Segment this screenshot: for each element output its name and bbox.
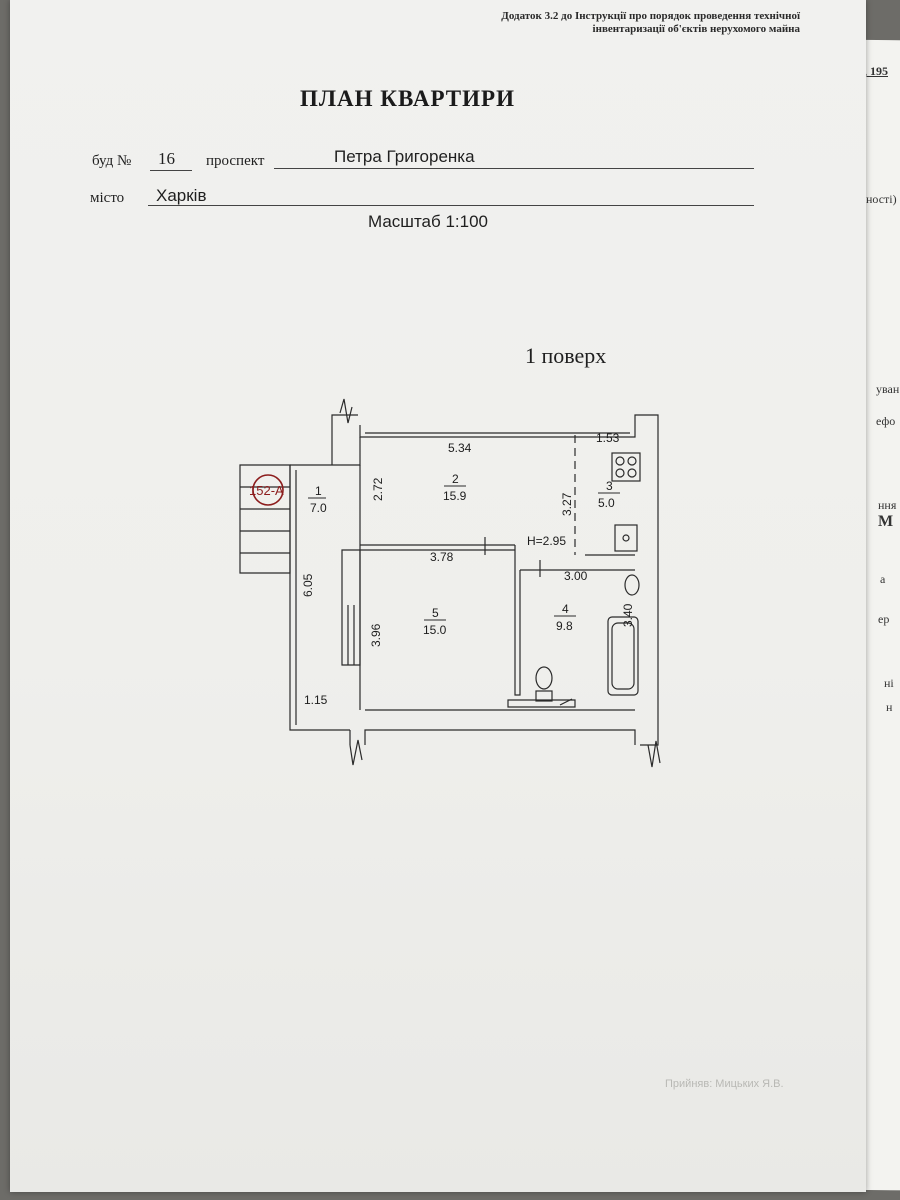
- side-text-9: ер: [878, 612, 890, 626]
- door-ticks: [484, 537, 541, 577]
- street-name: Петра Григоренка: [334, 147, 475, 166]
- building-label: буд №: [92, 153, 132, 169]
- document-sheet: Додаток 3.2 до Інструкції про порядок пр…: [10, 0, 866, 1192]
- stairs-outline: [239, 464, 291, 574]
- washbasin-icon: [624, 574, 640, 596]
- dim-room2-width: 3.78: [430, 550, 454, 564]
- side-text-10: ні: [884, 676, 894, 690]
- wardrobe: [341, 549, 361, 666]
- stamp-circle: [252, 474, 284, 506]
- room-2-number: 2: [452, 472, 459, 486]
- room-4-number: 4: [562, 602, 569, 616]
- break-mark-bottom-left: [349, 739, 363, 766]
- stove: [611, 452, 641, 482]
- appendix-note: Додаток 3.2 до Інструкції про порядок пр…: [450, 10, 800, 36]
- threshold-mark: [559, 698, 573, 706]
- bath-threshold: [507, 699, 576, 708]
- dim-room1-height: 2.72: [371, 477, 385, 501]
- room-5-number: 5: [432, 606, 439, 620]
- stove-burner-2-icon: [627, 456, 637, 466]
- side-text-7: М: [878, 513, 894, 530]
- break-mark-bottom-right: [647, 740, 661, 768]
- dim-top-left: 5.34: [448, 441, 472, 455]
- stairs-steps: [240, 486, 290, 554]
- entry-wall-top: [290, 437, 361, 466]
- outer-wall-bottom: [349, 729, 636, 745]
- floor-label: 1 поверх: [525, 343, 607, 368]
- stove-burner-4-icon: [627, 468, 637, 478]
- page-title: ПЛАН КВАРТИРИ: [300, 86, 515, 111]
- city-name: Харків: [156, 186, 207, 205]
- room-3-number: 3: [606, 479, 613, 493]
- appendix-line-1: Додаток 3.2 до Інструкції про порядок пр…: [501, 10, 800, 22]
- room-3-area: 5.0: [598, 496, 615, 510]
- side-text-4: уван: [876, 382, 900, 396]
- stair-wall: [331, 414, 358, 465]
- ceiling-height: H=2.95: [527, 534, 566, 548]
- scale-label: Масштаб 1:100: [368, 212, 488, 231]
- building-number: 16: [158, 149, 175, 168]
- dim-corridor-width: 1.15: [304, 693, 328, 707]
- bathtub: [607, 616, 639, 696]
- room-4-area: 9.8: [556, 619, 573, 633]
- sink-drain-icon: [622, 534, 630, 542]
- room-5-area: 15.0: [423, 623, 447, 637]
- room-2-area: 15.9: [443, 489, 467, 503]
- appendix-line-2: інвентаризації об'єктів нерухомого майна: [592, 23, 800, 35]
- side-text-5: ефо: [876, 414, 896, 428]
- dim-bath-height: 3.40: [621, 603, 635, 627]
- dim-bath-width: 3.00: [564, 569, 588, 583]
- street-type-label: проспект: [206, 153, 265, 169]
- dim-room5-height: 3.96: [369, 623, 383, 647]
- toilet-tank: [535, 690, 553, 702]
- break-mark-top: [339, 398, 353, 424]
- dim-kitchen-height: 3.27: [560, 492, 574, 516]
- wall-bath-left: [514, 545, 521, 696]
- building-number-underline: [150, 170, 192, 171]
- toilet-icon: [535, 666, 553, 690]
- wardrobe-lines: [347, 605, 355, 665]
- stove-burner-3-icon: [615, 468, 625, 478]
- dim-corridor-height: 6.05: [301, 573, 315, 597]
- room-1-number: 1: [315, 484, 322, 498]
- street-underline: [274, 168, 754, 169]
- city-underline: [148, 205, 754, 206]
- side-text-6: ння: [878, 498, 897, 512]
- faint-signature-text: Прийняв: Мицьких Я.В.: [665, 1078, 784, 1090]
- kitchen-sink: [614, 524, 638, 552]
- room-1-area: 7.0: [310, 501, 327, 515]
- side-text-8: а: [880, 572, 886, 586]
- stove-burner-1-icon: [615, 456, 625, 466]
- side-text-11: н: [886, 700, 893, 714]
- stamp-label: 152-А: [249, 483, 284, 498]
- dim-top-right: 1.53: [596, 431, 620, 445]
- side-text-3: ності): [866, 192, 897, 206]
- city-label: місто: [90, 190, 125, 206]
- bathtub-inner: [611, 622, 635, 690]
- floor-plan: 152-А 1 7.0 2 15.9 3 5.0 4 9.8 5 15.0 5.…: [239, 398, 661, 768]
